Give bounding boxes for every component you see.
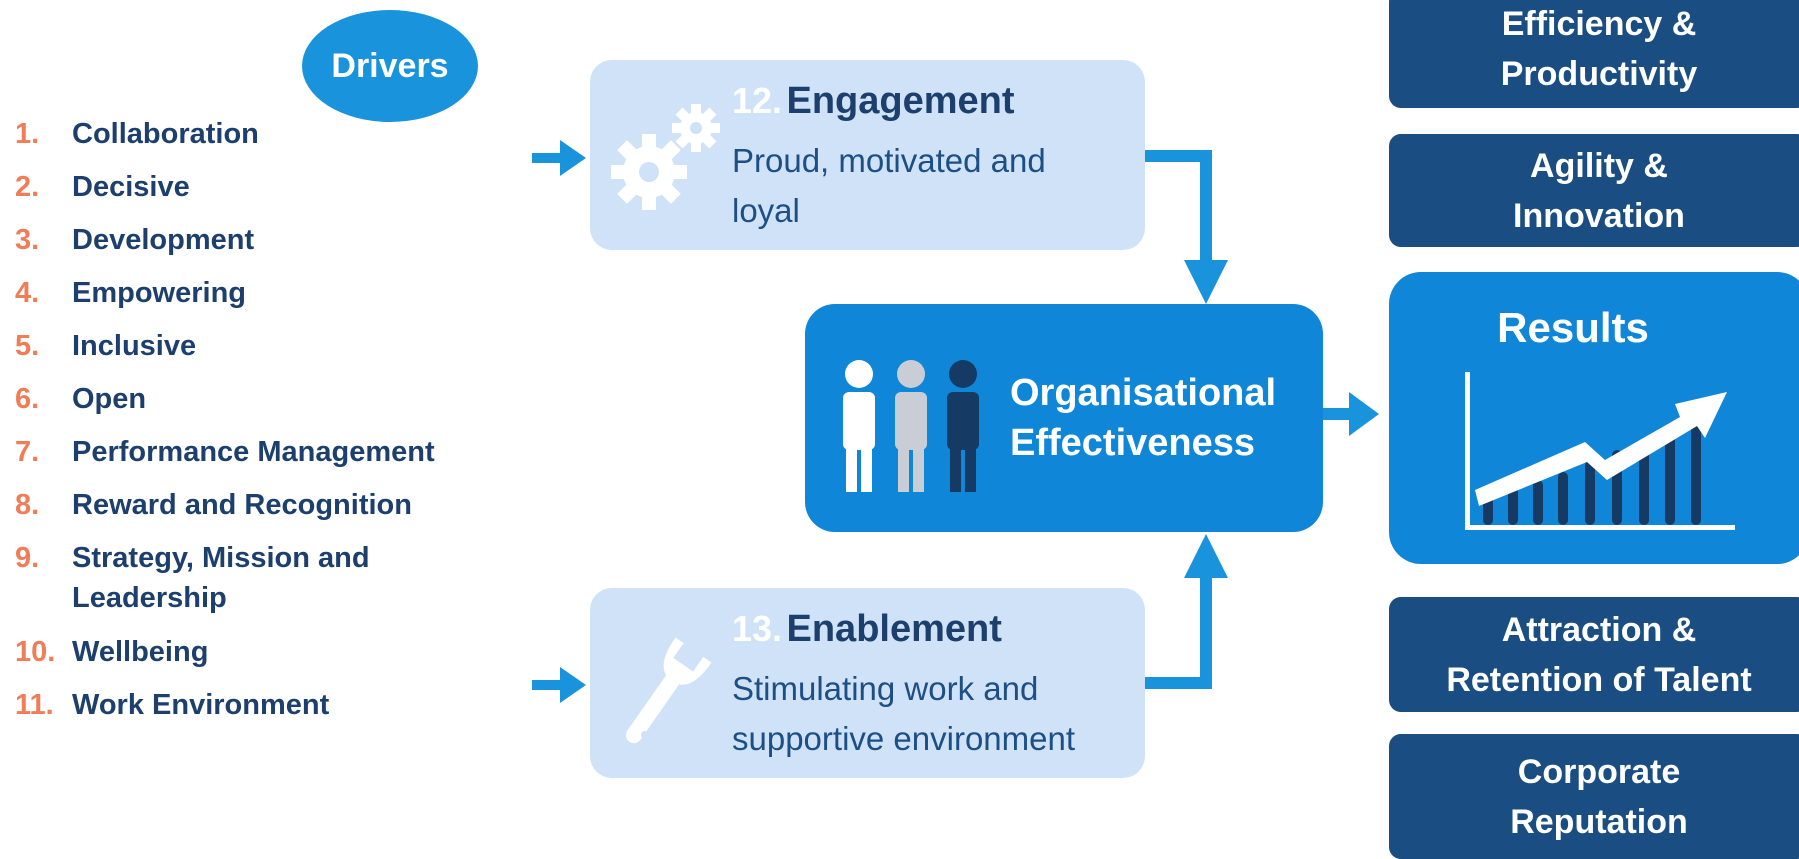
list-item-label: Inclusive	[72, 330, 197, 362]
reputation-line1: Corporate	[1517, 752, 1681, 791]
gears-icon	[611, 104, 720, 210]
list-item-label: Wellbeing	[72, 636, 209, 668]
organisational-effectiveness-title: Organisational Effectiveness	[1010, 368, 1276, 468]
growth-chart-icon	[1465, 372, 1735, 530]
org-title-line1: Organisational	[1010, 372, 1277, 414]
engagement-title: Engagement	[786, 80, 1015, 122]
results-card: Results	[1389, 272, 1799, 564]
engagement-number: 12.	[732, 80, 783, 121]
org-title-line2: Effectiveness	[1010, 422, 1256, 464]
people-icon	[843, 360, 979, 492]
attraction-line2: Retention of Talent	[1446, 660, 1752, 699]
efficiency-productivity-box: Efficiency & Productivity	[1389, 0, 1799, 108]
enablement-title: Enablement	[786, 608, 1002, 650]
drivers-badge: Drivers	[302, 10, 478, 122]
list-item-number: 3.	[15, 224, 40, 256]
efficiency-line2: Productivity	[1500, 55, 1698, 93]
drivers-list: 1. Collaboration 2. Decisive 3. Developm…	[0, 0, 500, 845]
engagement-subtitle: Proud, motivated and loyal	[732, 142, 1046, 229]
arrow-engagement-to-center	[1145, 150, 1228, 304]
list-item-number: 1.	[15, 118, 40, 150]
enablement-subtitle: Stimulating work and supportive environm…	[732, 670, 1076, 757]
engagement-card: 12. Engagement Proud, motivated and loya…	[590, 60, 1145, 250]
list-item-label: Empowering	[72, 277, 247, 309]
list-item-number: 7.	[15, 436, 40, 468]
list-item-label: Open	[72, 383, 147, 415]
list-item-label: Performance Management	[72, 436, 435, 468]
list-item-label: Reward and Recognition	[72, 489, 412, 521]
arrow-into-engagement	[532, 140, 586, 176]
list-item-number: 5.	[15, 330, 40, 362]
arrow-center-to-results	[1323, 392, 1379, 436]
list-item-number: 8.	[15, 489, 40, 521]
arrow-into-enablement	[532, 667, 586, 703]
list-item-label: Decisive	[72, 171, 190, 203]
agility-innovation-box: Agility & Innovation	[1389, 134, 1799, 247]
list-item-label: Work Environment	[72, 689, 330, 721]
list-item-number: 4.	[15, 277, 40, 309]
list-item-label: Collaboration	[72, 118, 259, 150]
reputation-line2: Reputation	[1510, 802, 1688, 841]
organisational-effectiveness-card: Organisational Effectiveness	[805, 304, 1323, 532]
list-item-number: 9.	[15, 542, 40, 574]
list-item-number: 10.	[15, 636, 56, 668]
list-item-number: 6.	[15, 383, 40, 415]
attraction-retention-box: Attraction & Retention of Talent	[1389, 597, 1799, 712]
list-item-label: Strategy, Mission and Leadership	[72, 542, 370, 614]
agility-line2: Innovation	[1513, 196, 1685, 235]
results-title: Results	[1497, 304, 1649, 351]
arrow-enablement-to-center	[1145, 534, 1228, 689]
list-item-number: 11.	[15, 689, 54, 721]
enablement-card: 13. Enablement Stimulating work and supp…	[590, 588, 1145, 778]
list-item-label: Development	[72, 224, 255, 256]
enablement-number: 13.	[732, 608, 783, 649]
wrench-icon	[625, 637, 712, 744]
efficiency-line1: Efficiency &	[1501, 5, 1697, 43]
corporate-reputation-box: Corporate Reputation	[1389, 734, 1799, 859]
attraction-line1: Attraction &	[1501, 610, 1697, 649]
drivers-title: Drivers	[331, 46, 449, 85]
agility-line1: Agility &	[1530, 146, 1668, 185]
list-item-number: 2.	[15, 171, 40, 203]
